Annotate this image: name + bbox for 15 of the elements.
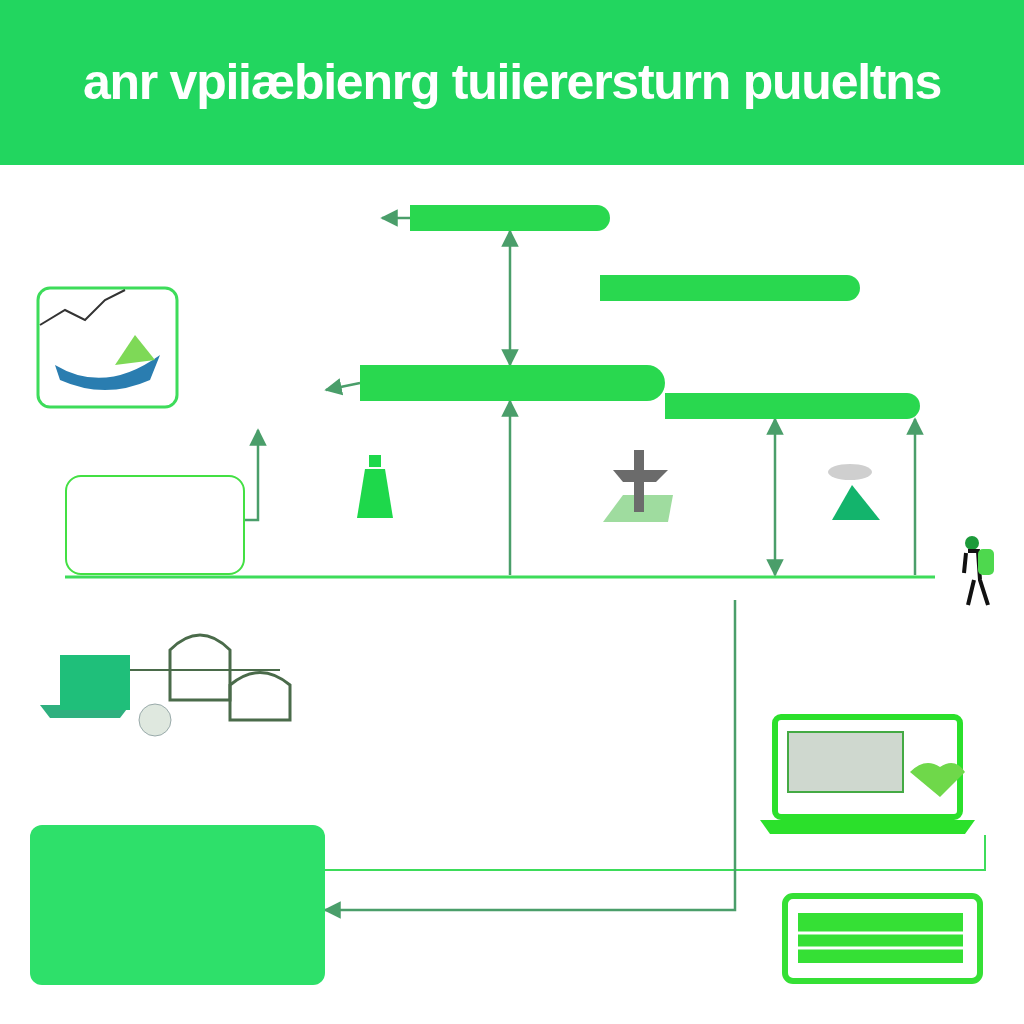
arrow bbox=[766, 417, 784, 577]
label-banner bbox=[665, 393, 920, 419]
label-banner bbox=[410, 205, 610, 231]
label-banner bbox=[600, 275, 860, 301]
arrow bbox=[323, 600, 737, 919]
arrow bbox=[380, 209, 410, 227]
title: anr vpiiæbienrg tuiierersturn puueltns bbox=[82, 53, 942, 112]
arrow bbox=[245, 428, 267, 522]
arrow bbox=[501, 399, 519, 575]
outline-box bbox=[65, 475, 245, 575]
label-banner bbox=[360, 365, 665, 401]
info-panel bbox=[30, 825, 325, 985]
arrow bbox=[324, 378, 361, 396]
arrow bbox=[906, 417, 924, 575]
arrow bbox=[501, 229, 519, 367]
